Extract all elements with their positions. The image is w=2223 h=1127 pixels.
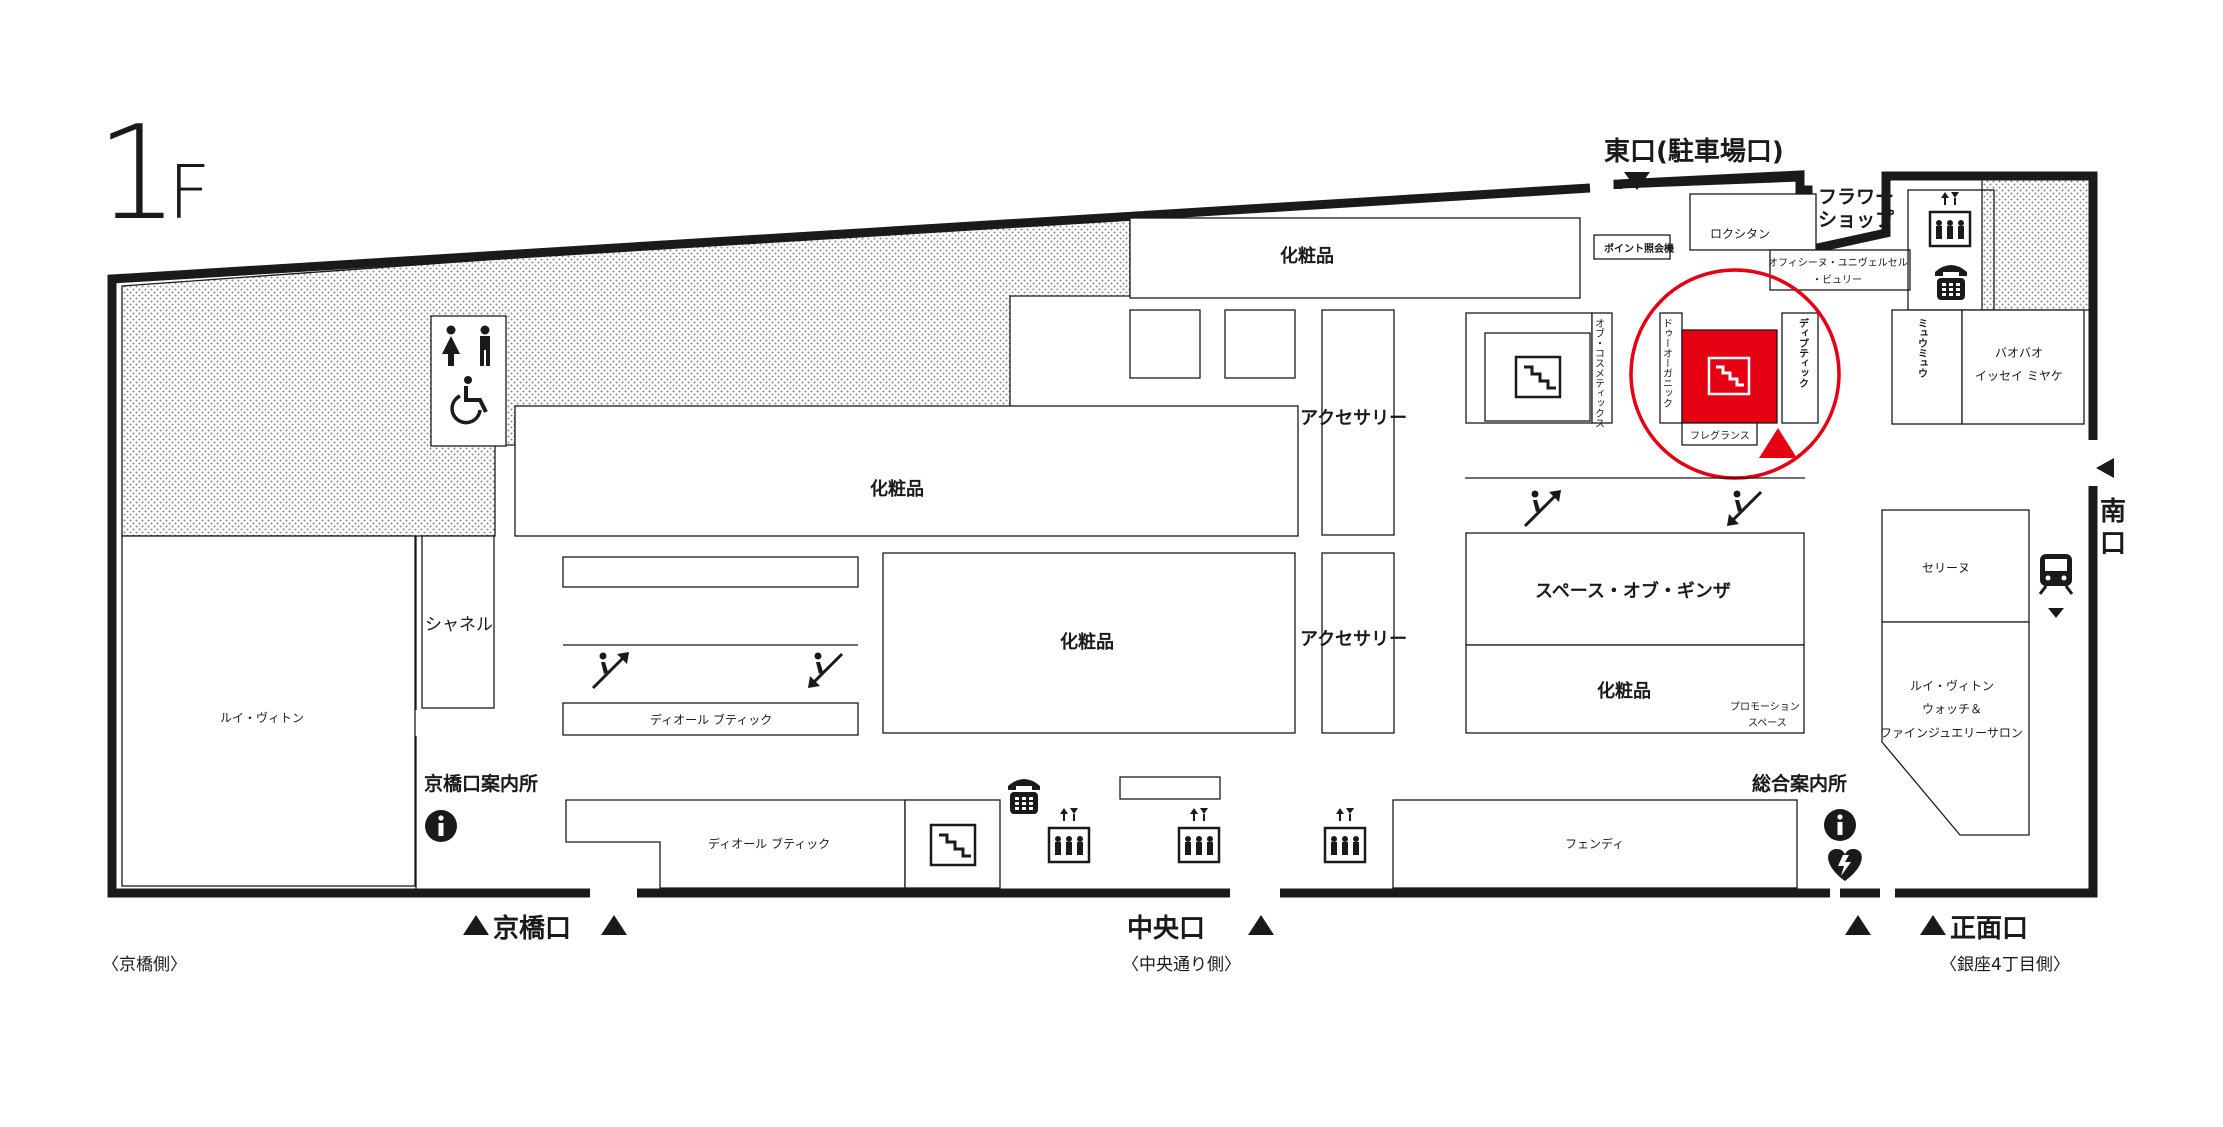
elevator-icon [1928,190,1972,248]
kyobashi-side-label: 〈京橋側〉 [102,955,187,975]
elevator-icon-south-1 [1047,806,1091,864]
info-icon-general [1824,809,1856,841]
east-entrance-label: 東口(駐車場口) [1604,137,1784,167]
dior-1-label: ディオール ブティック [650,712,772,727]
store-kesho-right[interactable] [1465,644,1805,734]
kyobashi-entrance-label: 京橋口 [493,913,571,944]
south-entrance-label-1: 南 [2100,497,2126,527]
loccitane-label: ロクシタン [1710,227,1770,241]
lv-label: ルイ・ヴィトン [220,710,304,725]
kyobashi-info-label: 京橋口案内所 [424,772,538,795]
wheelchair-icon [450,376,488,425]
lvw-label-3: ファインジュエリーサロン [1880,726,2023,740]
entrance-arrow-kyobashi-1 [463,915,489,935]
chuo-entrance-label: 中央口 [1127,914,1205,944]
store-box-a[interactable] [1129,309,1201,379]
hatched-area-northeast [1981,175,2094,311]
store-kesho-center[interactable] [882,552,1296,734]
entrance-arrow-kyobashi-2 [601,915,627,935]
lvw-label-2: ウォッチ＆ [1922,702,1982,716]
store-lv-watch[interactable] [1881,621,2030,836]
subway-icon [2038,554,2074,618]
store-baobao[interactable] [1961,309,2085,425]
store-of-cosmetics[interactable] [1591,312,1613,424]
dr-organic-label: ドゥーオーガニック [1661,318,1672,408]
store-miumiu[interactable] [1891,309,1963,425]
celine-label: セリーヌ [1922,561,1970,575]
general-info-label: 総合案内所 [1752,772,1847,795]
info-icon-kyobashi [425,810,457,842]
stairs-icon-north [1514,355,1562,399]
highlight-stairs-icon [1707,356,1751,396]
store-accessory-2[interactable] [1321,552,1395,734]
store-accessory-1[interactable] [1321,309,1395,536]
baobao-label-2: イッセイ ミヤケ [1975,369,2063,383]
ginza-side-label: 〈銀座4丁目側〉 [1940,955,2070,975]
store-box-b[interactable] [1224,309,1296,379]
aed-icon [1828,849,1862,881]
chuo-side-label: 〈中央通り側〉 [1122,955,1241,975]
space-ginza-label: スペース・オブ・ギンザ [1535,580,1731,602]
escalator-up-icon-right [1523,488,1563,528]
entrance-arrow-shomen-2 [1920,915,1946,935]
accessory-2-label: アクセサリー [1300,629,1407,650]
miumiu-label: ミュウミュウ [1916,318,1927,378]
point-counter-label: ポイント照会機 [1604,242,1674,255]
store-point-counter[interactable] [1593,234,1671,260]
kesho-mid-label: 化粧品 [870,478,924,500]
chanel-label: シャネル [425,615,493,635]
baobao-label-1: バオバオ [1995,346,2043,360]
officine-label-1: オフィシーヌ・ユニヴェルセル [1768,256,1908,269]
store-space-of-ginza[interactable] [1465,532,1805,646]
you-are-here-marker [1759,428,1797,458]
store-kesho-top-label: 化粧品 [1280,245,1334,267]
store-kesho-mid[interactable] [514,405,1299,537]
store-loccitane[interactable] [1689,193,1817,251]
telephone-icon-south [1008,779,1040,814]
elevator-icon-south-2 [1177,806,1221,864]
escalator-up-icon [591,650,631,690]
kesho-right-label: 化粧品 [1597,680,1651,702]
entrance-arrow-icon [1624,172,1650,190]
stairs-icon [929,823,977,867]
store-chanel[interactable] [421,535,495,709]
restroom-icon [442,325,490,366]
south-entrance-label-2: 口 [2100,529,2126,559]
dior-2-label: ディオール ブティック [708,836,830,851]
promo-label-1: プロモーション [1730,701,1800,713]
store-slim-box[interactable] [562,556,859,588]
telephone-icon [1935,265,1967,300]
floor-number: 1 [96,97,179,249]
officine-label-2: ・ビュリー [1812,274,1862,286]
fendi-label: フェンディ [1565,836,1624,851]
diptyque-label: ディプティック [1797,317,1809,388]
store-fendi[interactable] [1392,799,1798,889]
store-diptyque[interactable] [1781,312,1819,424]
store-dior-1[interactable] [562,702,859,736]
store-officine[interactable] [1769,249,1911,291]
store-small-south[interactable] [1119,776,1221,800]
entrance-arrow-shomen-1 [1845,915,1871,935]
shomen-entrance-label: 正面口 [1950,914,2028,944]
escalator-down-icon [806,651,844,690]
store-celine[interactable] [1881,509,2030,623]
lvw-label-1: ルイ・ヴィトン [1910,678,1994,693]
kesho-center-label: 化粧品 [1060,631,1114,653]
promo-label-2: スペース [1748,718,1787,729]
entrance-arrow-south [2096,458,2114,478]
store-kesho-top[interactable] [1129,217,1581,299]
elevator-icon-south-3 [1323,806,1367,864]
escalator-down-icon-right [1725,489,1763,528]
entrance-arrow-chuo [1248,915,1274,935]
floor-letter: F [168,150,211,236]
accessory-1-label: アクセサリー [1300,408,1407,429]
store-fragrance[interactable] [1681,422,1758,446]
flower-shop-label-2: ショップ [1818,208,1895,231]
of-cosmetics-label: オブ・コスメティックス [1593,318,1604,428]
flower-shop-label-1: フラワー [1818,186,1894,208]
store-louis-vuitton[interactable] [121,535,416,887]
fragrance-label: フレグランス [1690,429,1750,442]
